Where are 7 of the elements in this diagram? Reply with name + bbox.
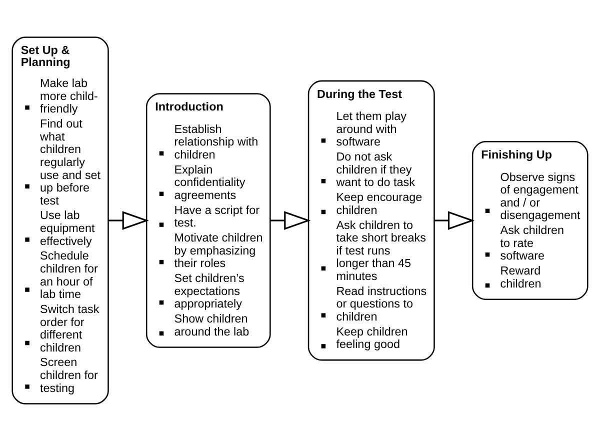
- node-box: Finishing Up Observe signs of engagement and / or disengagement Ask children to rate software Reward children: [472, 141, 588, 300]
- arrow: [434, 211, 475, 230]
- node-box: During the Test Let them play around with software Do not ask children if they want to do task Keep encourage children Ask children to take short breaks if test runs longer than 45 minutes Read instructions or questions to children Keep children feeling good: [308, 80, 435, 361]
- node-box: Introduction Establish relationship with children Explain confidentiality agreements Have a script for test. Motivate children by emphasizing their roles Set children’s expectations appropriately Show children around the lab: [146, 93, 271, 348]
- arrow: [108, 211, 149, 230]
- arrow: [270, 211, 311, 230]
- node-box: Set Up & Planning Make lab more child-friendly Find out what children regularly use and set up before test Use lab equipment effectively Schedule children for an hour of lab time Switch task order for different children Screen children for testing: [12, 36, 109, 404]
